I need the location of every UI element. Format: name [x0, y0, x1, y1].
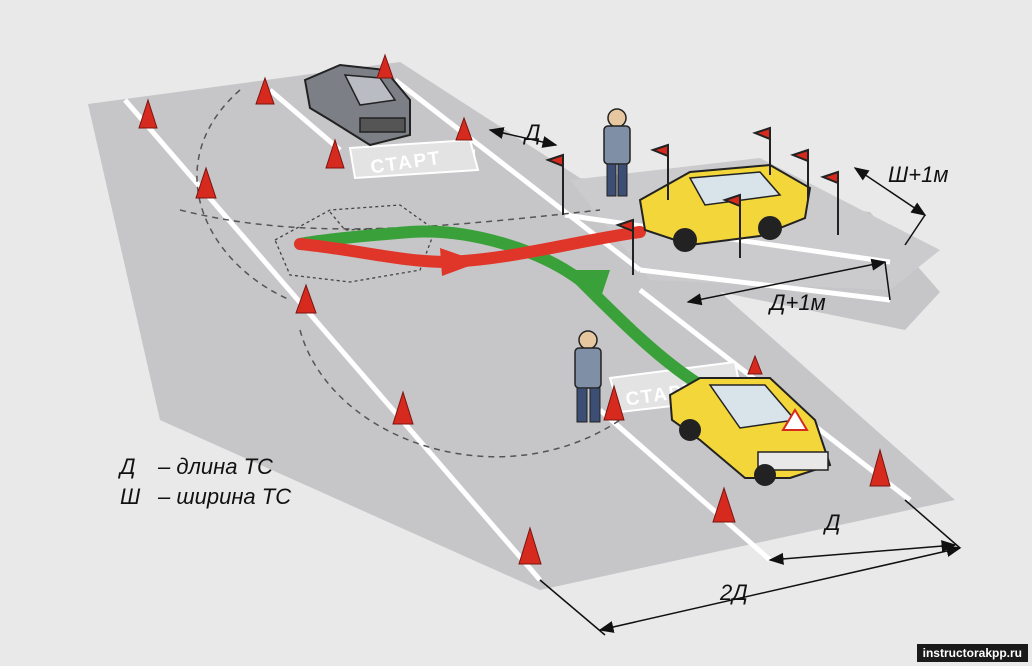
gray-car [303, 63, 411, 147]
inspector-figure-bottom [574, 330, 602, 423]
inspector-figure-top [603, 108, 631, 197]
yellow-car-parked [638, 163, 812, 252]
label-d-bottom: Д [822, 510, 841, 535]
watermark: instructorakpp.ru [916, 644, 1028, 662]
dimension-lines [488, 127, 962, 636]
legend: Д – длина ТС Ш – ширина ТС [120, 452, 291, 512]
yellow-car-start [668, 377, 832, 486]
label-2d: 2Д [719, 580, 748, 605]
green-arrowhead [575, 270, 610, 300]
legend-row-length: Д – длина ТС [120, 452, 291, 482]
legend-text: – длина ТС [158, 454, 273, 479]
cones [138, 53, 891, 565]
legend-symbol: Д [120, 454, 136, 479]
green-trajectory-arrow [294, 225, 706, 391]
red-arrowhead [440, 248, 480, 276]
label-w-plus-1m: Ш+1м [888, 162, 948, 187]
legend-row-width: Ш – ширина ТС [120, 482, 291, 512]
turning-arcs [179, 89, 621, 458]
start-marking-top: СТАРТ [348, 138, 480, 180]
flags [545, 126, 839, 275]
legend-text: – ширина ТС [158, 484, 292, 509]
student-sign-icon [781, 408, 809, 431]
label-d-plus-1m: Д+1м [767, 290, 826, 315]
legend-symbol: Ш [120, 484, 141, 509]
label-d-top: Д [522, 120, 541, 145]
